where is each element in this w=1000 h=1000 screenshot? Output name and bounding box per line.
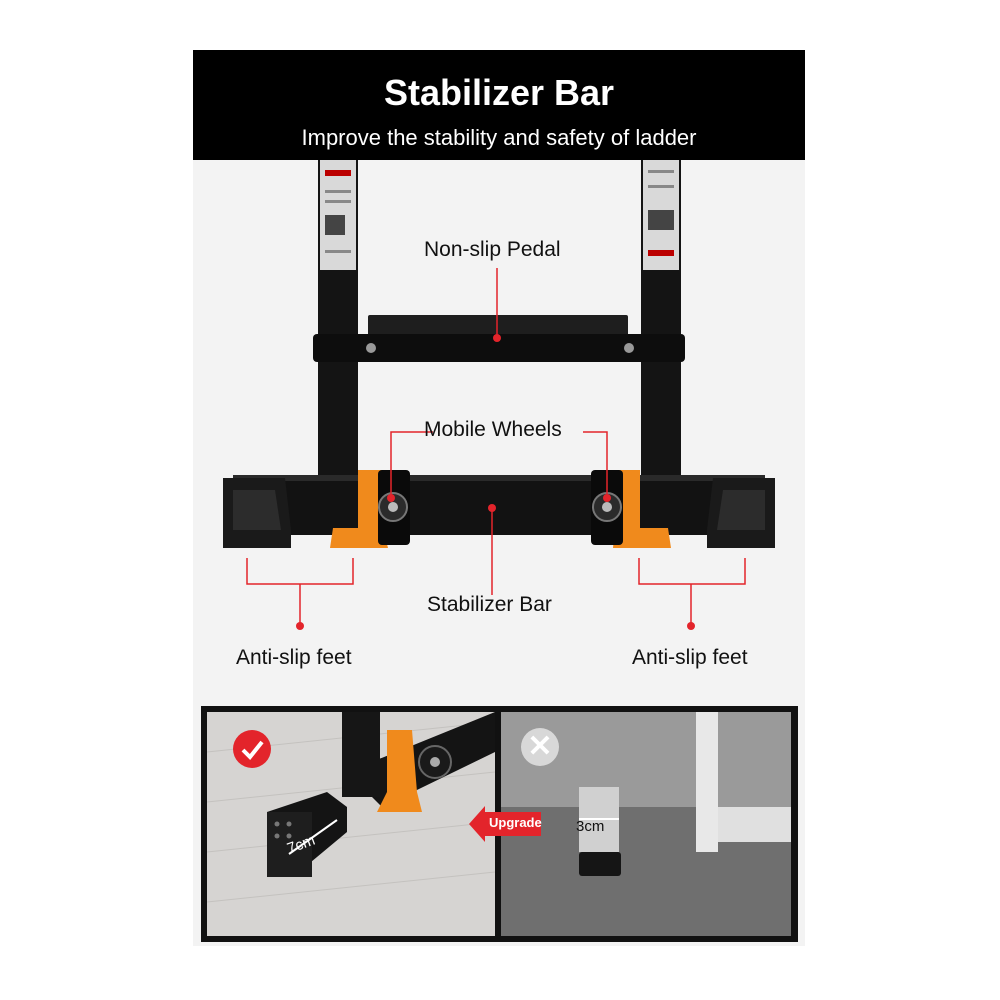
new-foot-illustration bbox=[207, 712, 495, 903]
pedal-clamp bbox=[313, 334, 685, 362]
label-mobile-wheels: Mobile Wheels bbox=[424, 418, 562, 441]
ladder-diagram bbox=[223, 150, 775, 630]
old-foot-dimension: 3cm bbox=[576, 818, 605, 835]
page-subtitle: Improve the stability and safety of ladd… bbox=[301, 125, 697, 150]
non-slip-pedal bbox=[368, 315, 628, 337]
check-icon bbox=[233, 730, 271, 768]
stabilizer-bar bbox=[233, 475, 765, 535]
header-banner: Stabilizer Bar Improve the stability and… bbox=[193, 50, 805, 160]
product-card: Stabilizer Bar Improve the stability and… bbox=[193, 50, 805, 946]
old-foot-photo: ✕ 3cm bbox=[501, 712, 791, 936]
label-anti-slip-feet-right: Anti-slip feet bbox=[632, 646, 748, 669]
comparison-strip: 7cm ✕ 3cm Upgrade bbox=[201, 706, 798, 942]
wheel-bracket-right bbox=[613, 470, 671, 548]
label-anti-slip-feet-left: Anti-slip feet bbox=[236, 646, 352, 669]
upgrade-arrow: Upgrade bbox=[469, 806, 542, 842]
label-non-slip-pedal: Non-slip Pedal bbox=[424, 238, 561, 261]
callout-dots bbox=[296, 334, 695, 630]
label-stabilizer-bar: Stabilizer Bar bbox=[427, 593, 552, 616]
old-foot-illustration bbox=[501, 712, 791, 936]
upgrade-label: Upgrade bbox=[489, 815, 542, 830]
x-icon: ✕ bbox=[521, 728, 559, 766]
new-foot-photo: 7cm bbox=[207, 712, 495, 936]
page-title: Stabilizer Bar bbox=[383, 72, 615, 113]
wheel-bracket-left bbox=[330, 470, 388, 548]
callout-lines bbox=[246, 268, 746, 626]
